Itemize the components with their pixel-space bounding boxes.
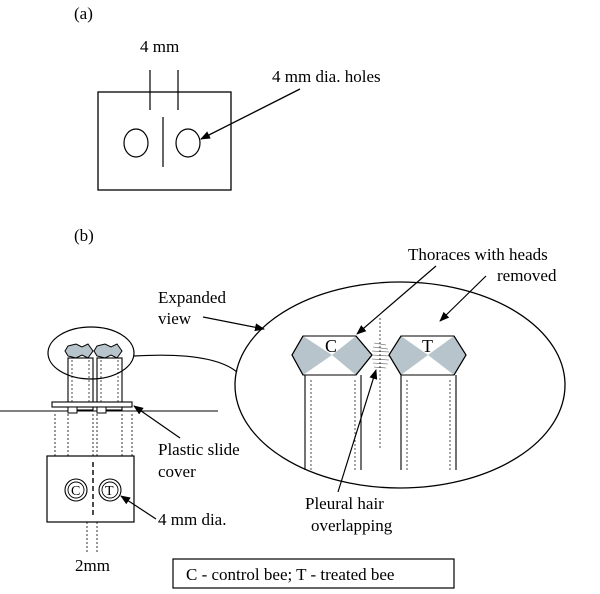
expanded-view-oval: [234, 281, 566, 489]
dimension-label-4mm: 4 mm: [140, 37, 179, 56]
plastic-slide-cover: [51, 401, 133, 414]
legend-box: [172, 558, 455, 589]
control-hole: [64, 478, 88, 502]
slide-cover-label-1: Plastic slide: [158, 440, 240, 459]
panel-a-label: (a): [74, 4, 93, 23]
projection-lines: [54, 414, 133, 456]
pleural-label-1: Pleural hair: [305, 494, 384, 513]
big-control-letter: C: [325, 336, 337, 356]
spacing-dimension: [86, 522, 98, 552]
slide-cover-label-2: cover: [158, 462, 196, 481]
holes-arrow: [200, 88, 301, 140]
pleural-hair-overlap: [371, 342, 390, 369]
panel-b-label: (b): [74, 226, 94, 245]
expanded-view-arrow: [202, 316, 265, 332]
holes-label: 4 mm dia. holes: [272, 67, 381, 86]
thoraces-label-1: Thoraces with heads: [408, 245, 548, 264]
big-treated-letter: T: [422, 336, 433, 356]
small-control-letter: C: [71, 484, 80, 499]
expanded-view-label-1: Expanded: [158, 288, 226, 307]
small-bee-tubes: [67, 357, 123, 411]
small-treated-letter: T: [105, 484, 114, 499]
hole-right: [175, 128, 201, 158]
pleural-label-2: overlapping: [311, 516, 393, 535]
thoraces-arrow-left: [356, 265, 437, 335]
small-holes-arrow: [120, 495, 157, 520]
treated-hole: [98, 478, 122, 502]
small-holes-label: 4 mm dia.: [158, 510, 226, 529]
holder-plate-top-view: [97, 70, 232, 191]
spacing-label: 2mm: [75, 556, 110, 575]
small-holder-plate: [46, 455, 135, 523]
thoraces-arrow-right: [439, 275, 487, 322]
thoraces-label-2: removed: [497, 266, 557, 285]
legend-text: C - control bee; T - treated bee: [186, 565, 394, 584]
hole-left: [123, 128, 149, 158]
pleural-arrow: [337, 369, 378, 493]
expand-connector: [133, 354, 238, 373]
expanded-view-label-2: view: [158, 309, 192, 328]
slide-cover-arrow: [133, 405, 181, 439]
small-view-oval: [47, 326, 135, 380]
